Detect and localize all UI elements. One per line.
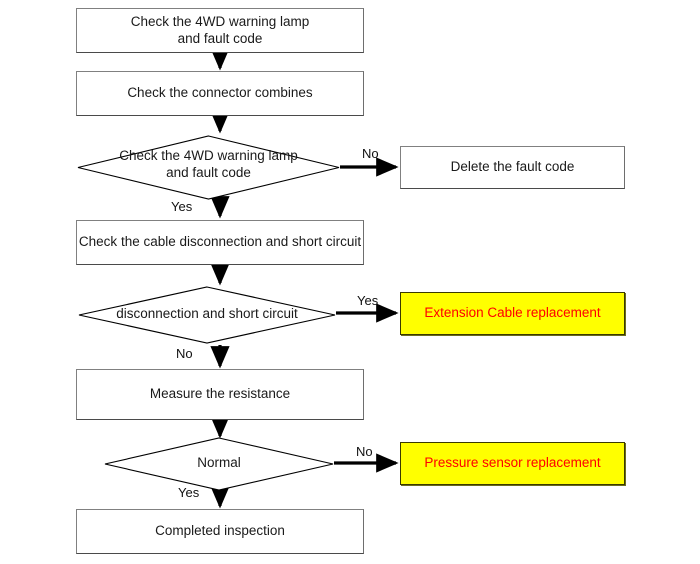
diamond-shape	[78, 286, 336, 344]
decision-label-line1: Check the 4WD warning lamp	[119, 148, 298, 163]
node-label-line1: Check the 4WD warning lamp	[130, 13, 310, 29]
node-extension-cable-replacement[interactable]: Extension Cable replacement	[400, 292, 625, 335]
edge-label-d3-no: No	[356, 444, 373, 459]
node-check-warning-lamp-top[interactable]: Check the 4WD warning lamp and fault cod…	[76, 8, 364, 53]
edge-label-d2-no: No	[176, 346, 193, 361]
node-delete-fault-code[interactable]: Delete the fault code	[400, 146, 625, 189]
node-label: Measure the resistance	[149, 386, 291, 402]
edge-label-d1-no: No	[362, 146, 379, 161]
node-label: Extension Cable replacement	[424, 305, 601, 321]
decision-label: Normal	[197, 455, 241, 470]
node-label: Check the cable disconnection and short …	[78, 234, 362, 250]
node-check-cable-disconnection[interactable]: Check the cable disconnection and short …	[76, 220, 364, 265]
decision-check-warning-lamp[interactable]: Check the 4WD warning lamp and fault cod…	[77, 135, 340, 200]
decision-label: Check the 4WD warning lamp and fault cod…	[77, 148, 340, 182]
node-label-line2: and fault code	[177, 30, 263, 46]
decision-label-line2: and fault code	[166, 164, 251, 180]
diamond-shape	[104, 437, 334, 491]
node-label: Pressure sensor replacement	[424, 455, 601, 471]
decision-label: disconnection and short circuit	[116, 306, 298, 321]
node-label: Delete the fault code	[450, 159, 575, 175]
diamond-shape	[77, 135, 340, 200]
node-label: Check the 4WD warning lamp and fault cod…	[131, 14, 310, 48]
edge-label-d1-yes: Yes	[171, 199, 193, 214]
edge-label-d3-yes: Yes	[178, 485, 200, 500]
decision-disconnection-short-circuit[interactable]: disconnection and short circuit	[78, 286, 336, 344]
decision-normal[interactable]: Normal	[104, 437, 334, 491]
node-label: Check the connector combines	[127, 85, 313, 101]
node-pressure-sensor-replacement[interactable]: Pressure sensor replacement	[400, 442, 625, 485]
node-label: Completed inspection	[155, 523, 285, 539]
node-measure-resistance[interactable]: Measure the resistance	[76, 369, 364, 420]
edge-label-d2-yes: Yes	[357, 293, 379, 308]
node-check-connector-combines[interactable]: Check the connector combines	[76, 71, 364, 116]
node-completed-inspection[interactable]: Completed inspection	[76, 509, 364, 554]
